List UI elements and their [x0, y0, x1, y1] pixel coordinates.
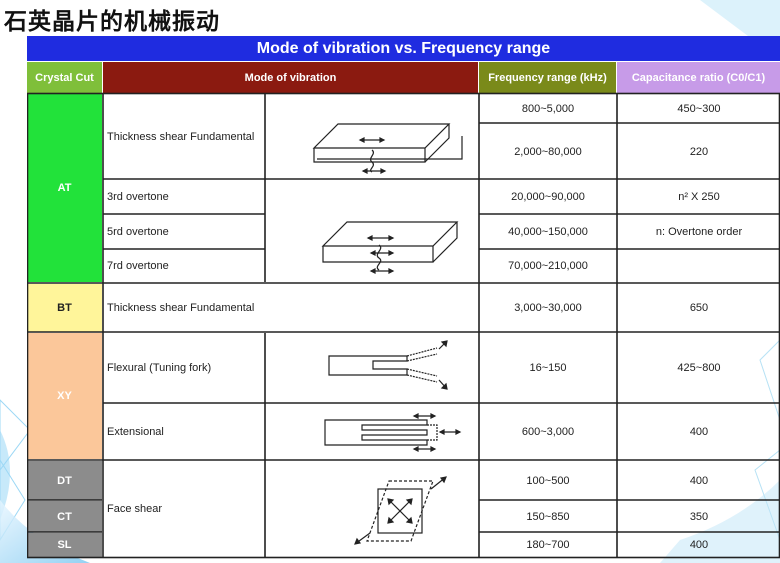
tuning-fork-icon [328, 340, 448, 390]
mode-at-fundamental: Thickness shear Fundamental [107, 130, 255, 143]
face-shear-square-icon [354, 476, 447, 545]
cut-label-ct: CT [57, 510, 72, 523]
mode-xy-extensional: Extensional [107, 425, 164, 438]
freq-ct: 150~850 [526, 510, 570, 523]
extensional-bar-icon [324, 413, 462, 452]
cap-bt: 650 [689, 302, 709, 314]
column-header-crystal-cut: Crystal Cut [27, 62, 102, 93]
vibration-table: Mode of vibration vs. Frequency range Cr… [27, 36, 780, 561]
mode-bt-fundamental: Thickness shear Fundamental [107, 302, 255, 314]
mode-at-7th-overtone: 7rd overtone [107, 260, 169, 272]
cap-sl: 400 [689, 539, 709, 551]
cap-at-3rd: n² X 250 [678, 190, 720, 203]
mode-face-shear: Face shear [107, 503, 163, 515]
cap-at-fund-1: 450~300 [677, 102, 721, 115]
overtone-plate-icon [321, 221, 459, 274]
column-header-capacitance: Capacitance ratio (C0/C1) [617, 62, 780, 93]
cap-at-7th [618, 249, 780, 283]
thickness-shear-plate-icon [312, 123, 463, 174]
freq-at-5th: 40,000~150,000 [508, 225, 588, 238]
cap-xy-flexural: 425~800 [677, 362, 721, 374]
column-header-frequency: Frequency range (kHz) [479, 62, 616, 93]
freq-bt: 3,000~30,000 [514, 302, 582, 314]
cap-at-fund-2: 220 [689, 145, 709, 158]
freq-at-7th: 70,000~210,000 [508, 260, 588, 272]
freq-at-3rd: 20,000~90,000 [511, 190, 585, 203]
cut-label-sl: SL [57, 539, 72, 551]
mode-at-5th-overtone: 5rd overtone [107, 225, 169, 238]
table-grid [27, 92, 780, 559]
freq-at-fund-2: 2,000~80,000 [514, 145, 582, 158]
cap-ct: 350 [689, 510, 709, 523]
freq-at-fund-1: 800~5,000 [521, 102, 575, 115]
cut-label-at: AT [57, 182, 72, 194]
freq-sl: 180~700 [526, 539, 570, 551]
cap-at-5th: n: Overtone order [655, 225, 743, 238]
page-title: 石英晶片的机械振动 [4, 8, 220, 35]
freq-xy-flexural: 16~150 [529, 362, 567, 374]
cap-xy-extensional: 400 [689, 426, 709, 438]
mode-xy-flexural: Flexural (Tuning fork) [107, 362, 212, 374]
freq-xy-extensional: 600~3,000 [521, 426, 575, 438]
cut-label-xy: XY [57, 390, 72, 402]
cap-dt: 400 [689, 474, 709, 487]
cut-label-bt: BT [57, 302, 72, 314]
cut-label-dt: DT [57, 474, 72, 487]
freq-dt: 100~500 [526, 474, 570, 487]
column-header-mode: Mode of vibration [103, 62, 478, 93]
mode-at-3rd-overtone: 3rd overtone [107, 190, 169, 203]
table-title: Mode of vibration vs. Frequency range [27, 36, 780, 61]
